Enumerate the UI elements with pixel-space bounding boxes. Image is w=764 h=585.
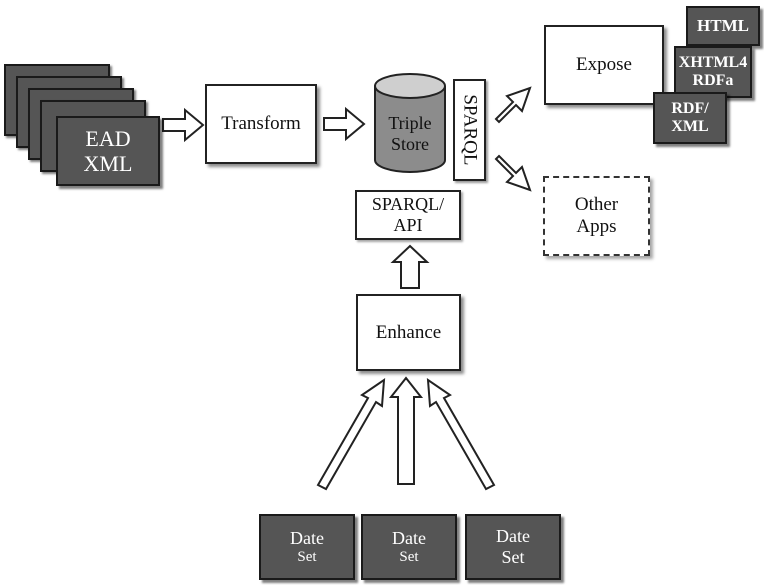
- dataset-title: Date: [496, 526, 530, 547]
- arrow-sparql-to-expose: [494, 86, 532, 124]
- triple-store-cylinder: [374, 73, 446, 173]
- enhance-label: Enhance: [375, 321, 442, 343]
- sparql-api-node: SPARQL/ API: [355, 190, 461, 240]
- rdf-xml-format-node: RDF/ XML: [653, 92, 727, 144]
- xhtml-rdfa-label: XHTML4 RDFa: [678, 53, 748, 89]
- arrow-ead-to-transform: [162, 107, 205, 143]
- arrow-dataset1-to-enhance: [316, 378, 386, 491]
- arrow-sparql-to-other-apps: [494, 154, 532, 192]
- ead-xml-label: EAD XML: [83, 125, 133, 176]
- sparql-endpoint-node: SPARQL: [453, 79, 486, 181]
- ead-xml-node: EAD XML: [56, 116, 160, 186]
- sparql-vertical-label: SPARQL: [459, 94, 481, 166]
- transform-node: Transform: [205, 84, 317, 164]
- dataset-subtitle: Set: [297, 548, 317, 565]
- enhance-node: Enhance: [356, 294, 461, 371]
- dataset-subtitle: Set: [399, 548, 419, 565]
- dataset-node: Date Set: [361, 514, 457, 580]
- xhtml-rdfa-format-node: XHTML4 RDFa: [674, 46, 752, 98]
- html-format-node: HTML: [686, 6, 760, 46]
- arrow-dataset2-to-enhance: [388, 376, 424, 485]
- triple-store-label: Triple Store: [388, 113, 432, 154]
- html-label: HTML: [697, 16, 749, 36]
- expose-label: Expose: [576, 54, 632, 76]
- other-apps-label: Other Apps: [574, 194, 619, 237]
- triple-store-node: Triple Store: [375, 104, 445, 164]
- arrow-transform-to-store: [323, 106, 366, 142]
- expose-node: Expose: [544, 25, 664, 105]
- other-apps-node: Other Apps: [543, 176, 650, 256]
- rdf-xml-label: RDF/ XML: [671, 99, 709, 135]
- arrow-dataset3-to-enhance: [426, 378, 496, 491]
- sparql-api-label: SPARQL/ API: [371, 194, 445, 235]
- dataset-subtitle: Set: [501, 547, 525, 567]
- dataset-node: Date Set: [465, 514, 561, 580]
- dataset-node: Date Set: [259, 514, 355, 580]
- arrow-enhance-to-sparql-api: [390, 244, 430, 289]
- transform-label: Transform: [221, 113, 301, 135]
- dataset-title: Date: [290, 528, 324, 549]
- dataset-title: Date: [392, 528, 426, 549]
